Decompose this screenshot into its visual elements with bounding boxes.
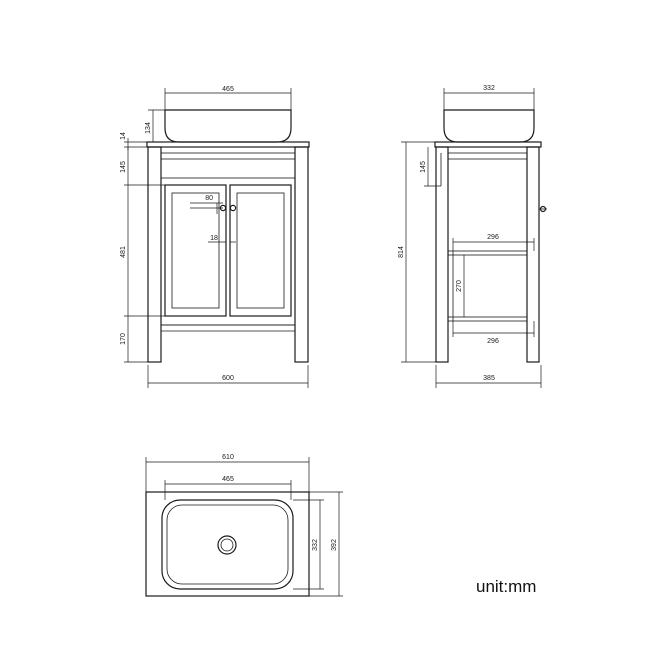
dim-side-overall-depth: 385 — [483, 375, 495, 382]
dim-front-handle-spacing: 80 — [205, 195, 213, 202]
left-door — [164, 184, 227, 317]
dim-front-door-gap: 18 — [210, 235, 218, 242]
dim-side-basin-depth: 332 — [483, 85, 495, 92]
side-front-leg — [526, 146, 540, 363]
top-basin-outer — [161, 499, 294, 590]
dim-side-overall-height: 814 — [398, 246, 405, 258]
dim-top-width: 610 — [222, 454, 234, 461]
right-door-panel — [236, 192, 285, 309]
side-apron — [447, 152, 528, 160]
dim-front-leg-height: 170 — [120, 333, 127, 345]
dim-front-basin-height: 134 — [145, 122, 152, 134]
dim-top-basin-depth: 332 — [312, 539, 319, 551]
unit-label: unit:mm — [476, 577, 536, 596]
dim-side-upper-shelf-depth: 296 — [487, 234, 499, 241]
front-carcass — [160, 177, 296, 326]
dim-side-apron-height: 145 — [420, 161, 427, 173]
front-left-leg — [147, 146, 162, 363]
dim-front-door-height: 481 — [120, 246, 127, 258]
upper-shelf — [447, 250, 528, 256]
front-countertop — [146, 141, 310, 148]
top-countertop — [145, 491, 310, 597]
dim-front-apron-height: 145 — [120, 161, 127, 173]
dim-side-shelf-spacing: 270 — [456, 280, 463, 292]
side-basin — [443, 109, 535, 143]
dim-front-overall-width: 600 — [222, 375, 234, 382]
front-basin — [164, 109, 292, 143]
dim-top-basin-width: 465 — [222, 476, 234, 483]
side-back-leg — [435, 146, 449, 363]
front-view: 465 134 14 145 481 170 600 80 — [120, 86, 310, 388]
left-door-panel — [171, 192, 220, 309]
right-door — [229, 184, 292, 317]
dim-front-top-thickness: 14 — [120, 132, 127, 140]
top-basin-inner — [166, 504, 289, 585]
side-countertop — [434, 141, 542, 148]
side-view: 332 145 814 296 270 296 385 — [398, 85, 547, 388]
front-apron — [160, 152, 296, 160]
top-view: 610 465 332 392 — [145, 454, 343, 597]
dim-front-basin-width: 465 — [222, 86, 234, 93]
dim-top-depth: 392 — [331, 539, 338, 551]
front-right-leg — [294, 146, 309, 363]
right-handle — [229, 204, 237, 212]
drain-outer — [217, 535, 237, 555]
drain-inner — [220, 538, 234, 552]
dim-side-lower-shelf-depth: 296 — [487, 338, 499, 345]
lower-shelf — [447, 316, 528, 322]
